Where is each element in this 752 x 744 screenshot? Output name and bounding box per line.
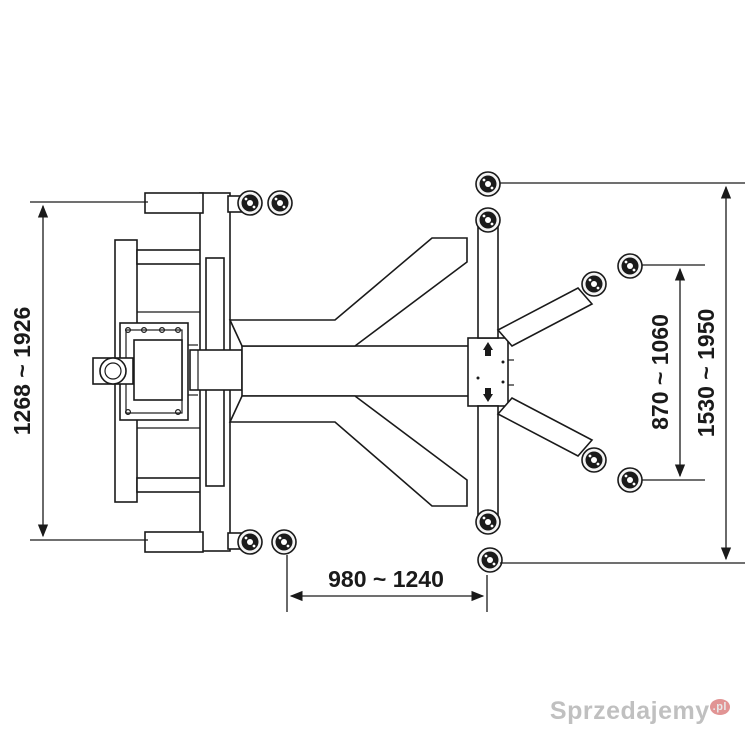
left-top-arm (144, 192, 247, 214)
watermark-suffix: .pl (709, 698, 730, 715)
dim-short-arm-span: 870 ~ 1060 (642, 264, 705, 481)
main-beam (241, 345, 471, 397)
left-bottom-arm (144, 531, 247, 553)
dim-arm-reach-label: 980 ~ 1240 (328, 566, 444, 592)
diagonal-legs (228, 237, 468, 507)
right-carriage-plate (467, 337, 514, 407)
power-unit (92, 322, 198, 421)
dim-short-arm-span-label: 870 ~ 1060 (647, 314, 673, 430)
right-lower-arm (496, 396, 594, 458)
dim-overall-width-label: 1268 ~ 1926 (9, 307, 35, 436)
dim-long-arm-span: 1530 ~ 1950 (500, 182, 745, 564)
watermark-text: Sprzedajemy (549, 697, 710, 725)
dim-arm-reach: 980 ~ 1240 (286, 555, 488, 612)
right-upper-arm (496, 286, 594, 348)
dim-overall-width: 1268 ~ 1926 (9, 201, 148, 541)
right-column (477, 221, 499, 523)
dim-long-arm-span-label: 1530 ~ 1950 (693, 309, 719, 438)
left-carriage (189, 349, 243, 391)
watermark-logo: Sprzedajemy.pl (550, 697, 730, 726)
